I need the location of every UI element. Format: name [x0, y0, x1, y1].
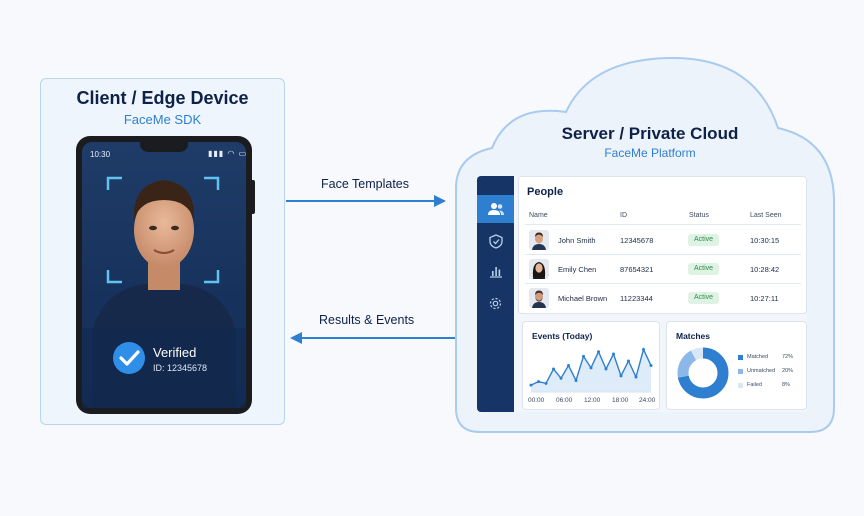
phone-side-button — [251, 180, 255, 214]
verified-panel — [82, 328, 246, 408]
verified-id: ID: 12345678 — [153, 363, 208, 373]
last-seen: 10:27:11 — [750, 294, 779, 303]
scan-frame-icon — [106, 176, 220, 284]
arrow-label-face-templates: Face Templates — [321, 177, 410, 191]
events-point — [619, 374, 623, 378]
x-tick-label: 12:00 — [584, 397, 601, 404]
events-point — [559, 376, 563, 380]
sidebar-item-settings[interactable] — [477, 289, 514, 317]
donut-slice-failed — [677, 347, 729, 399]
server-title: Server / Private Cloud — [561, 124, 739, 143]
people-card — [518, 176, 807, 314]
avatar — [529, 288, 549, 308]
events-title: Events (Today) — [532, 331, 593, 341]
last-seen: 10:30:15 — [750, 236, 780, 245]
events-point — [552, 367, 555, 371]
matches-donut-chart — [677, 347, 729, 399]
legend-value: 20% — [782, 368, 794, 374]
person-name[interactable]: Michael Brown — [558, 294, 608, 303]
person-id: 11223344 — [620, 294, 653, 303]
events-line-chart — [529, 347, 653, 393]
arrow-right-icon — [286, 195, 446, 207]
events-point — [582, 354, 585, 358]
phone-notch — [140, 142, 188, 152]
status-icons: ▮▮▮ ◠ ▭ — [208, 149, 248, 158]
events-point — [649, 364, 653, 368]
events-point — [567, 364, 570, 368]
events-point — [589, 366, 593, 370]
avatar — [529, 230, 549, 250]
last-seen: 10:28:42 — [750, 265, 780, 274]
person-name[interactable]: John Smith — [558, 236, 596, 245]
x-tick-label: 00:00 — [528, 397, 545, 404]
person-id: 12345678 — [620, 236, 654, 245]
shield-icon — [488, 233, 503, 249]
events-point — [537, 380, 540, 384]
server-subtitle: FaceMe Platform — [604, 146, 696, 160]
legend-swatch-unmatched — [738, 369, 743, 374]
sidebar-item-people[interactable] — [477, 195, 514, 223]
x-tick-label: 06:00 — [556, 397, 573, 404]
table-divider — [525, 224, 801, 225]
table-divider — [525, 283, 801, 284]
legend-value: 8% — [782, 382, 790, 388]
sidebar-item-security[interactable] — [477, 227, 514, 255]
matches-title: Matches — [676, 331, 711, 341]
arrow-left-icon — [290, 332, 456, 344]
events-point — [642, 347, 645, 351]
checkmark-icon — [113, 342, 145, 374]
column-header-id[interactable]: ID — [620, 212, 627, 219]
events-area — [531, 349, 651, 392]
events-card — [522, 321, 660, 410]
x-tick-label: 18:00 — [612, 397, 629, 404]
bar-chart-icon — [489, 267, 502, 278]
table-divider — [525, 254, 801, 255]
column-header-status[interactable]: Status — [689, 212, 709, 219]
legend-value: 72% — [782, 354, 794, 360]
people-title: People — [527, 186, 564, 198]
sidebar-item-analytics[interactable] — [477, 257, 514, 285]
legend-label: Unmatched — [747, 368, 776, 374]
events-point — [574, 379, 578, 382]
events-point — [544, 381, 548, 385]
events-point — [597, 350, 600, 354]
client-subtitle: FaceMe SDK — [123, 112, 202, 127]
x-tick-label: 24:00 — [639, 397, 656, 404]
client-title: Client / Edge Device — [76, 88, 249, 108]
gear-icon — [489, 297, 502, 309]
events-point — [529, 383, 533, 387]
events-point — [634, 375, 638, 379]
events-point — [612, 352, 615, 356]
status-badge: Active — [688, 234, 720, 246]
column-header-last-seen[interactable]: Last Seen — [750, 212, 782, 219]
status-badge: Active — [688, 263, 720, 275]
status-badge: Active — [688, 292, 720, 304]
events-point — [604, 367, 608, 371]
legend-swatch-failed — [738, 383, 743, 388]
status-time: 10:30 — [90, 150, 111, 159]
person-id: 87654321 — [620, 265, 654, 274]
events-point — [627, 359, 630, 363]
arrow-label-results-events: Results & Events — [319, 313, 415, 327]
person-name[interactable]: Emily Chen — [558, 265, 597, 274]
verified-label: Verified — [153, 345, 197, 360]
legend-swatch-matched — [738, 355, 743, 360]
donut-slice-unmatched — [677, 347, 729, 399]
legend-label: Matched — [747, 354, 769, 360]
people-icon — [487, 203, 504, 215]
column-header-name[interactable]: Name — [529, 212, 548, 219]
avatar — [529, 259, 549, 279]
legend-label: Failed — [747, 382, 762, 388]
